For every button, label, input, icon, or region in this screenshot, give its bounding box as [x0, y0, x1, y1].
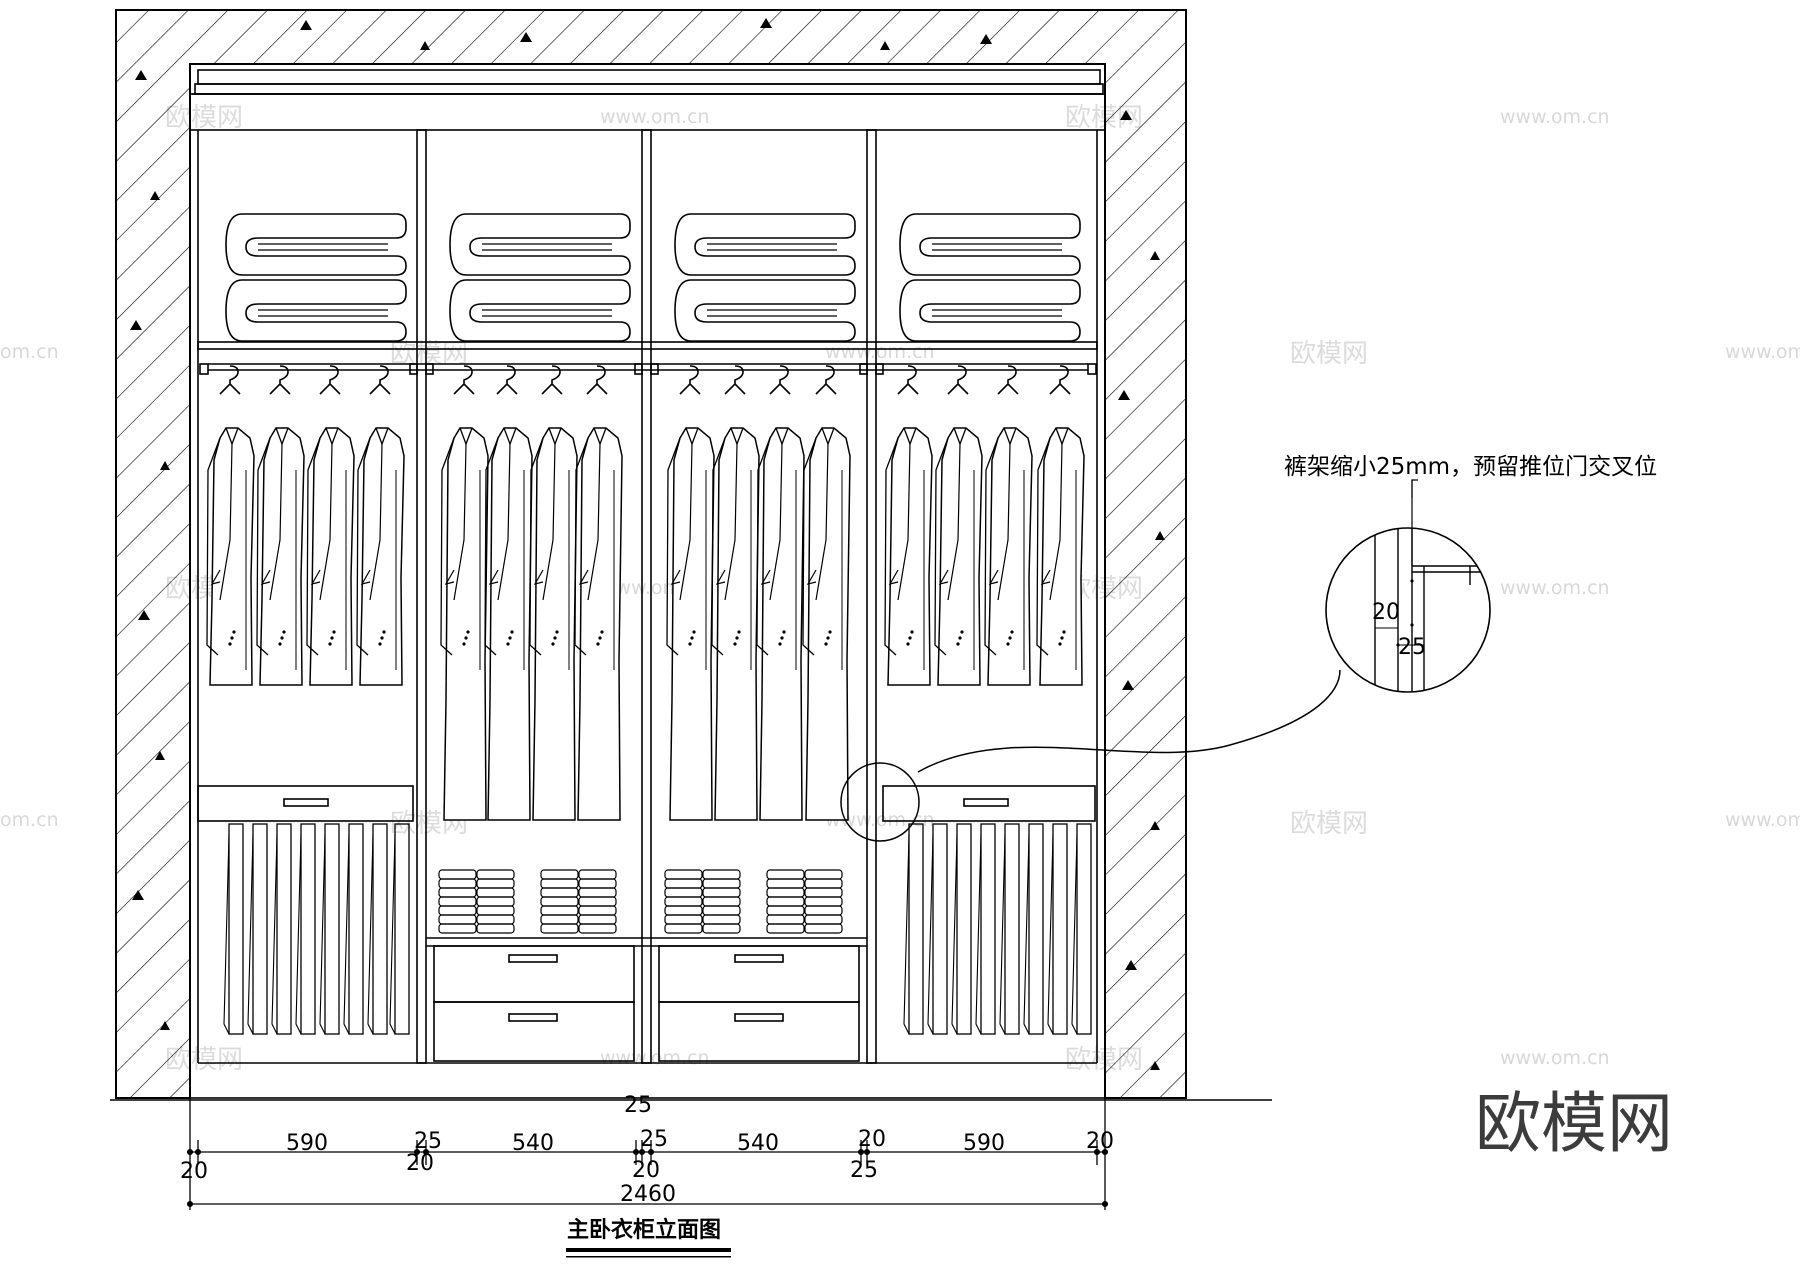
dim-segment-1: 590 [286, 1131, 328, 1156]
dim-segment-2: 540 [512, 1131, 554, 1156]
dim-small-top: 20 [1086, 1129, 1114, 1154]
watermark-url: www.om.cn [600, 1047, 710, 1069]
dim-small-bottom: 20 [180, 1159, 208, 1184]
folded-towels [225, 213, 1081, 342]
watermark-url: www.om.cn [1725, 809, 1800, 831]
detail-callout: 20 25 [840, 479, 1491, 842]
annotation-note: 裤架缩小25mm，预留推位门交叉位 [1284, 454, 1657, 480]
dim-small-bottom: 20 [406, 1151, 434, 1176]
dim-small-top: 25 [414, 1129, 442, 1154]
dim-small-top: 25 [640, 1127, 668, 1152]
hanging-garments [206, 427, 1085, 821]
watermark-url: www.om.cn [1500, 106, 1610, 128]
watermark-cn: 欧模网 [1290, 809, 1368, 839]
detail-dim-20: 20 [1372, 600, 1400, 625]
drawing-title: 主卧衣柜立面图 [566, 1217, 731, 1258]
watermark-url: om.cn [0, 809, 59, 831]
detail-dim-25: 25 [1398, 635, 1426, 660]
dim-small-top: 20 [858, 1127, 886, 1152]
watermark-url: www.om.cn [1500, 1047, 1610, 1069]
watermark-url: www.om.cn [1500, 577, 1610, 599]
watermark-url: www.om.cn [825, 341, 935, 363]
dim-label-top: 25 [624, 1093, 652, 1118]
dim-segment-3: 540 [737, 1131, 779, 1156]
dimension-lines [186, 1098, 1109, 1210]
brand-logo: 欧模网 [1475, 1085, 1673, 1162]
dim-total: 2460 [620, 1182, 676, 1207]
wardrobe-carcass [189, 63, 1106, 1099]
watermark-url: www.om.cn [600, 106, 710, 128]
drawing-title-text: 主卧衣柜立面图 [567, 1217, 721, 1243]
dim-segment-4: 590 [963, 1131, 1005, 1156]
watermark-url: om.cn [0, 341, 59, 363]
watermark-url: www.om.cn [825, 809, 935, 831]
dim-small-bottom: 20 [632, 1158, 660, 1183]
dim-small-bottom: 25 [850, 1158, 878, 1183]
watermark-url: www.om.cn [1725, 341, 1800, 363]
folded-clothes [438, 869, 843, 934]
trouser-racks [223, 823, 1092, 1035]
watermark-cn: 欧模网 [1290, 339, 1368, 369]
